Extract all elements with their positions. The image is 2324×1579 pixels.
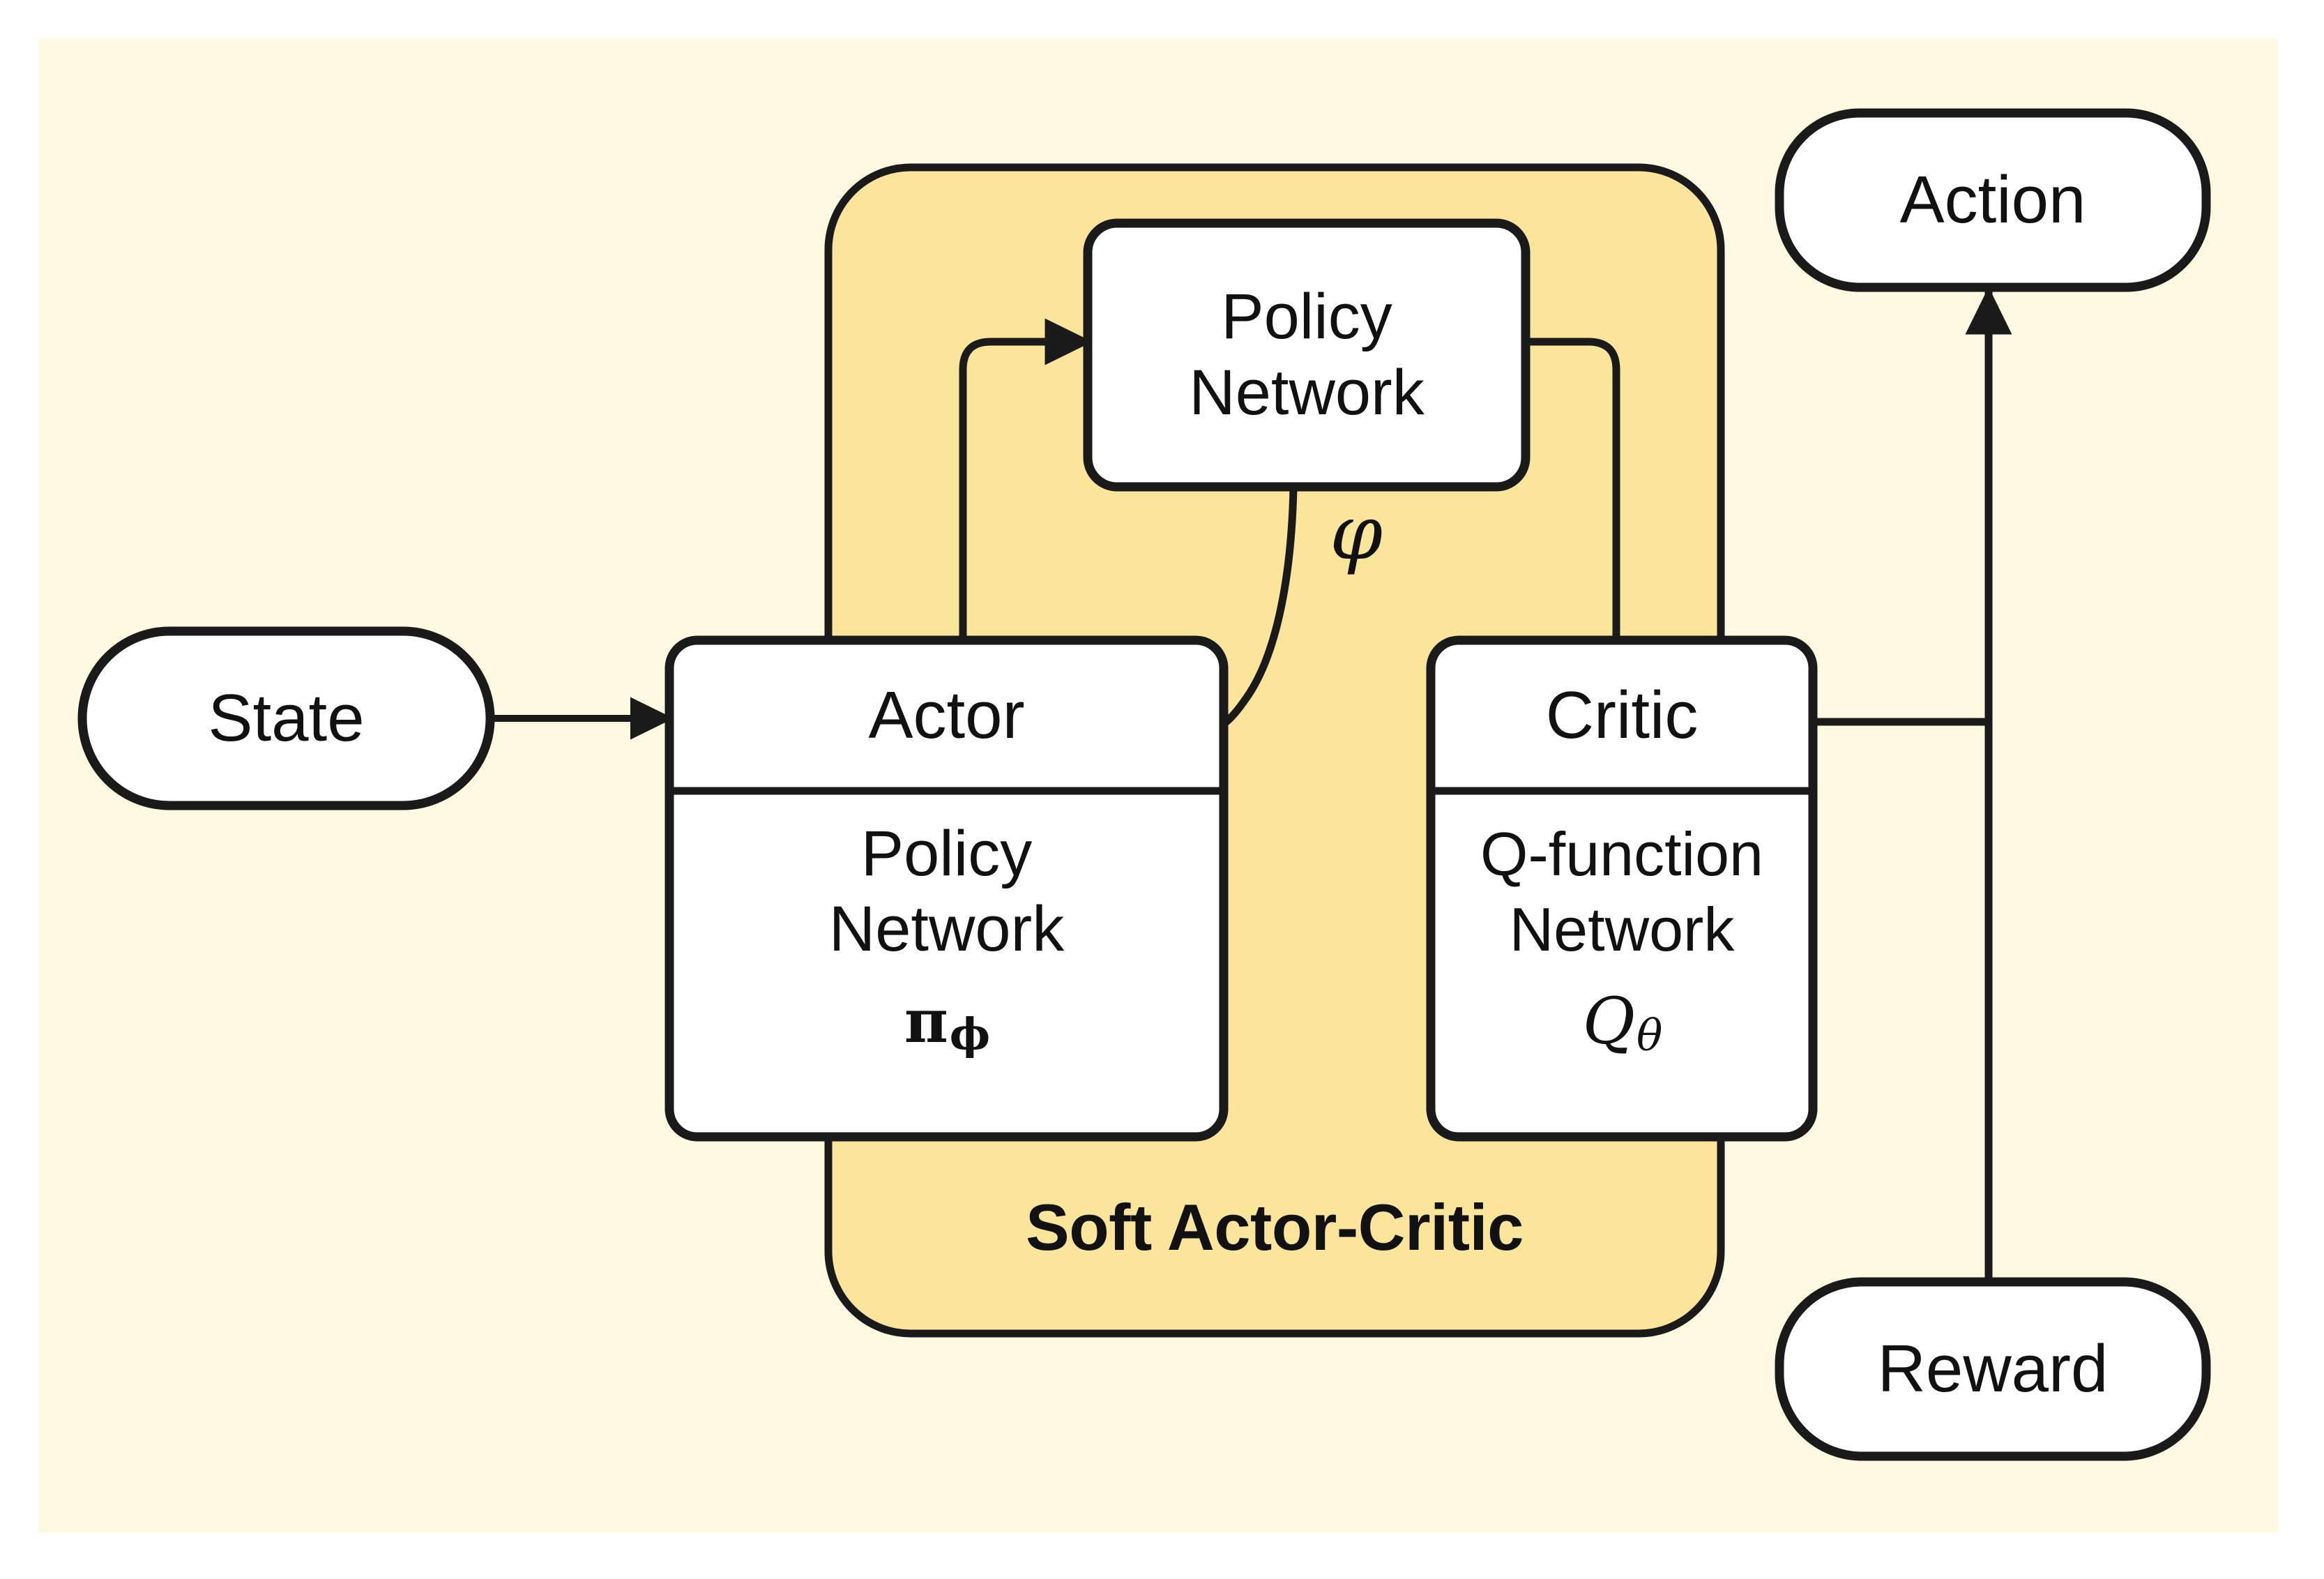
edge-policy-network-phi-to-actor — [1217, 484, 1298, 730]
node-critic[interactable] — [1426, 635, 1818, 1142]
edge-policy-network-to-critic — [1524, 338, 1620, 640]
node-actor[interactable] — [664, 635, 1229, 1142]
node-reward[interactable] — [1775, 1277, 2211, 1461]
edge-actor-to-policy-network — [959, 318, 1093, 638]
node-action[interactable] — [1775, 108, 2211, 292]
node-policy-network-top[interactable] — [1083, 218, 1531, 492]
node-state[interactable] — [77, 626, 495, 810]
